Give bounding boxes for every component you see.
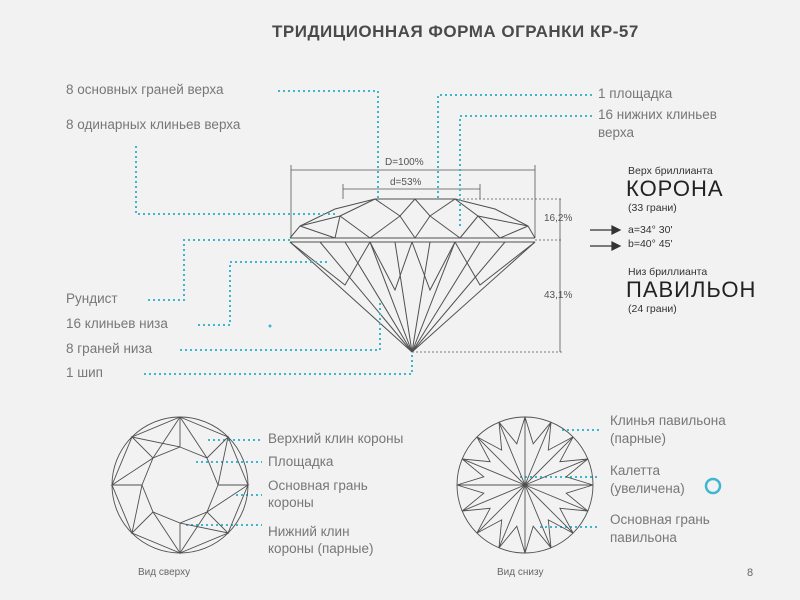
pavilion-main-line	[476, 484, 526, 534]
page-number: 8	[747, 567, 754, 579]
label-bottom-faces: 8 граней низа	[66, 341, 153, 356]
label-bottom-wedges: 16 клиньев низа	[66, 316, 168, 331]
label-pavilion-wedges-1: Клинья павильона	[610, 413, 726, 428]
dim-d: d=53%	[390, 177, 422, 188]
label-top-main-faces: 8 основных граней верха	[66, 82, 224, 97]
pavilion-main-line	[462, 484, 526, 512]
dim-pavilion-depth: 43,1%	[544, 290, 573, 301]
label-lower-wedges-1: 16 нижних клиньев	[598, 107, 717, 122]
pavilion-name: ПАВИЛЬОН	[626, 277, 757, 302]
pavilion-main-line	[476, 436, 526, 486]
pavilion-wedge	[498, 525, 526, 554]
diamond-side-view	[289, 198, 536, 353]
pavilion-wedge	[476, 422, 503, 451]
pavilion-wedge	[462, 507, 491, 534]
label-top-wedges: 8 одинарных клиньев верха	[66, 117, 241, 132]
pavilion-wedge	[559, 436, 588, 463]
label-culet-bottom-2: (увеличена)	[610, 481, 685, 496]
label-culet-bottom-1: Калетта	[610, 463, 661, 478]
dimension-lines	[290, 165, 562, 353]
label-lower-wedge-crown-1: Нижний клин	[268, 524, 350, 539]
label-culet: 1 шип	[66, 365, 103, 380]
angle-b: b=40° 45'	[628, 238, 673, 250]
pavilion-main-line	[498, 484, 526, 548]
label-pavilion-wedges-2: (парные)	[610, 431, 666, 446]
leader-dot	[268, 324, 272, 328]
pavilion-wedge	[462, 436, 491, 463]
page-title: ТРИДИЦИОННАЯ ФОРМА ОГРАНКИ КР-57	[272, 22, 639, 41]
pavilion-main-line	[524, 484, 588, 512]
culet-icon	[704, 477, 722, 495]
pavilion-wedge	[498, 416, 526, 445]
pavilion-main-line	[498, 422, 526, 486]
pavilion-wedge	[456, 484, 485, 512]
label-lower-wedges-2: верха	[598, 125, 634, 140]
top-view-caption: Вид сверху	[138, 567, 191, 578]
label-main-face-crown-1: Основная грань	[268, 478, 368, 493]
bottom-view-caption: Вид снизу	[497, 567, 544, 578]
diamond-bottom-view	[456, 416, 594, 554]
pavilion-wedge	[559, 507, 588, 534]
pavilion-main-line	[524, 422, 552, 486]
pavilion-main-line	[524, 458, 588, 486]
pavilion-main-line	[524, 436, 574, 486]
label-lower-wedge-crown-2: короны (парные)	[268, 541, 374, 556]
leader-lines	[135, 90, 600, 528]
diamond-top-view	[110, 416, 250, 555]
dim-D: D=100%	[385, 157, 424, 168]
pavilion-facets: (24 грани)	[628, 303, 677, 315]
pavilion-main-line	[524, 484, 552, 548]
crown-caption: Верх бриллианта	[628, 165, 713, 177]
label-main-face-pavilion-1: Основная грань	[610, 512, 710, 527]
dim-crown-height: 16,2%	[544, 213, 573, 224]
pavilion-caption: Низ бриллианта	[628, 266, 708, 278]
label-main-face-crown-2: короны	[268, 495, 314, 510]
label-girdle: Рундист	[66, 291, 118, 306]
pavilion-wedge	[565, 484, 594, 512]
pavilion-wedge	[524, 525, 552, 554]
crown-name: КОРОНА	[626, 176, 724, 201]
angle-a: a=34° 30'	[628, 224, 673, 236]
label-table: 1 площадка	[598, 86, 673, 101]
pavilion-wedge	[476, 519, 503, 548]
label-table-top: Площадка	[268, 454, 334, 469]
pavilion-main-line	[462, 458, 526, 486]
pavilion-main-line	[524, 484, 574, 534]
angle-arrows	[590, 225, 622, 251]
pavilion-wedge	[524, 416, 552, 445]
pavilion-wedge	[547, 519, 574, 548]
pavilion-wedge	[565, 458, 594, 486]
label-upper-wedge: Верхний клин короны	[268, 431, 404, 446]
pavilion-wedge	[547, 422, 574, 451]
pavilion-wedge	[456, 458, 485, 486]
label-main-face-pavilion-2: павильона	[610, 530, 677, 545]
crown-facets: (33 грани)	[628, 202, 677, 214]
